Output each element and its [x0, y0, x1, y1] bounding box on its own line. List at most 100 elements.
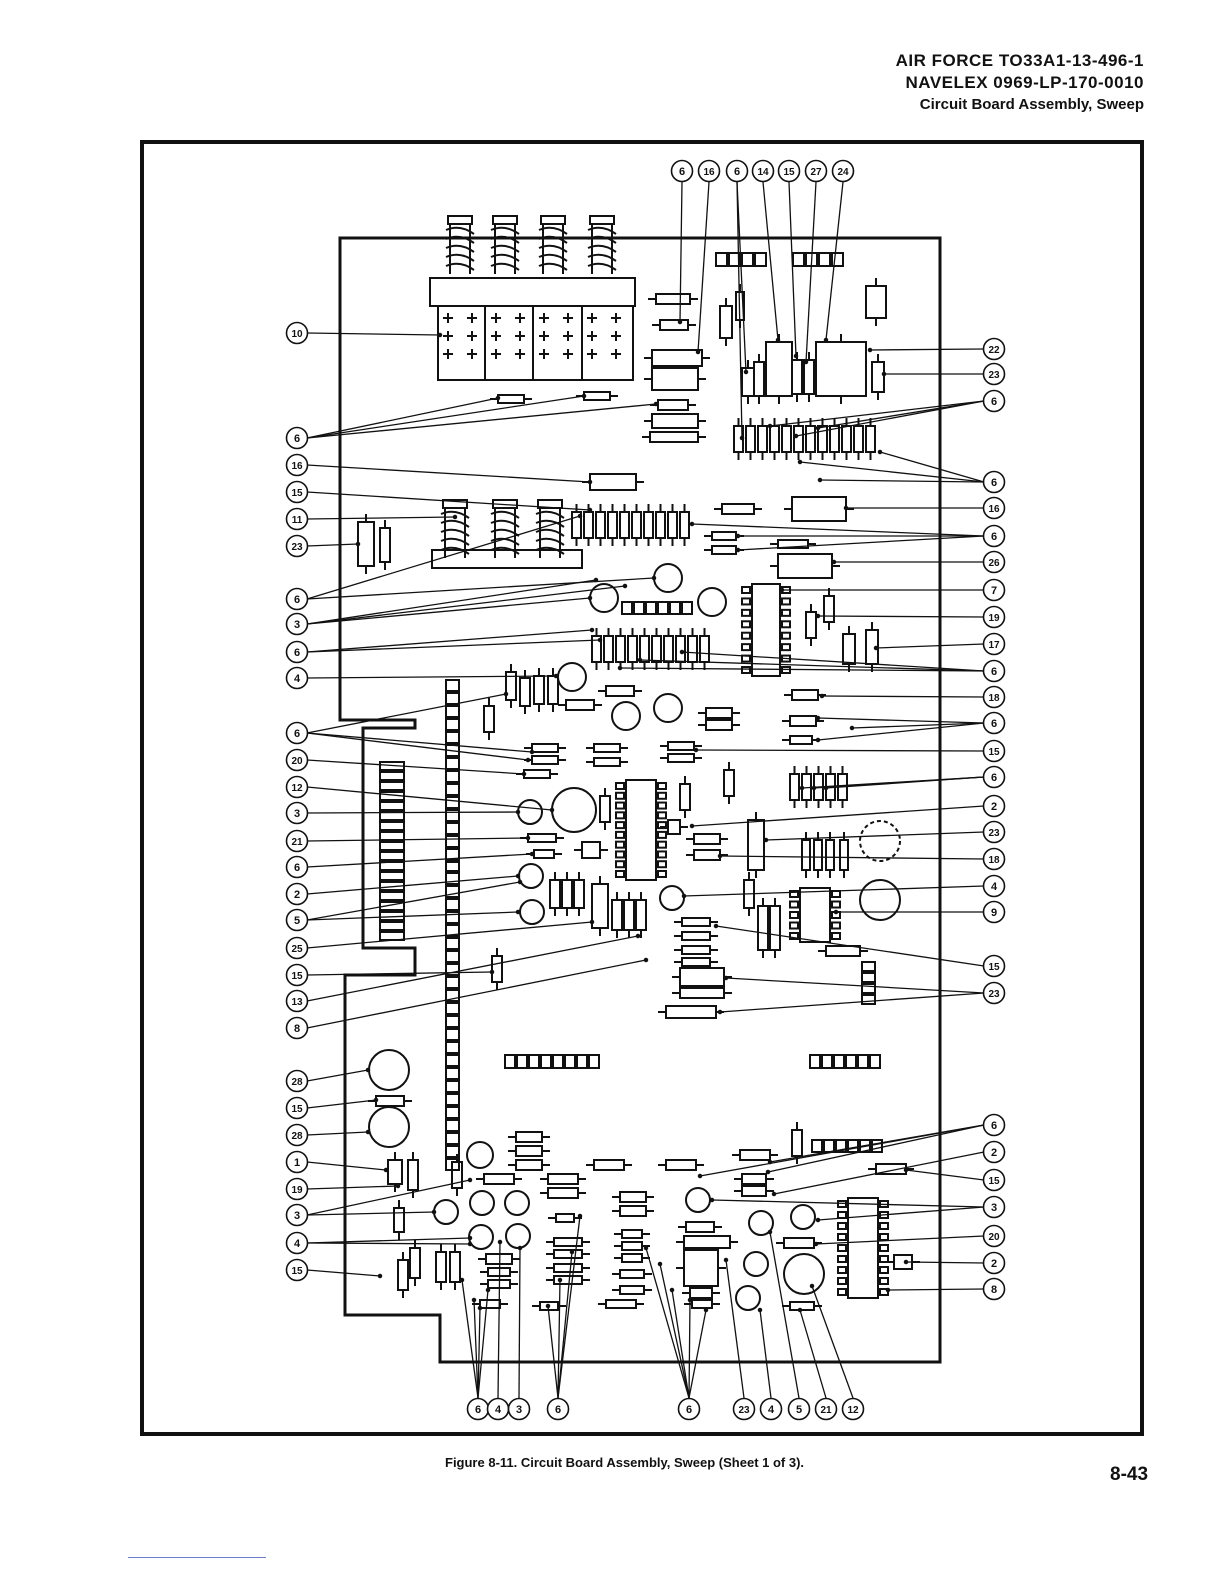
callout-right-4-label: 6 — [991, 477, 997, 489]
callout-right-12-label: 18 — [988, 693, 1000, 704]
callout-left-20-label: 15 — [291, 971, 303, 982]
callout-right-5-label: 16 — [988, 504, 1000, 515]
callout-right-15-label: 6 — [991, 772, 997, 784]
callout-bottom-2: 4 — [486, 1397, 510, 1421]
callout-top-5-label: 15 — [783, 167, 795, 178]
callout-right-17: 23 — [982, 820, 1006, 844]
resistor — [449, 1244, 461, 1290]
callout-left-21: 13 — [285, 989, 309, 1013]
callout-right-27-label: 20 — [988, 1232, 1000, 1243]
resistor — [591, 876, 609, 936]
resistor — [598, 685, 642, 697]
resistor — [615, 628, 626, 670]
resistor — [663, 628, 674, 670]
top-coil-1 — [445, 215, 475, 274]
resistor — [631, 504, 642, 546]
callout-bottom-3-label: 3 — [516, 1404, 522, 1416]
callout-right-24: 2 — [982, 1140, 1006, 1164]
callout-right-27: 20 — [982, 1224, 1006, 1248]
transistor-can — [433, 1199, 459, 1225]
callout-bottom-8: 5 — [787, 1397, 811, 1421]
resistor — [644, 367, 706, 391]
callout-left-22: 8 — [285, 1016, 309, 1040]
resistor — [574, 841, 608, 859]
resistor — [782, 1301, 822, 1311]
resistor — [635, 892, 647, 938]
callout-left-5-label: 11 — [292, 515, 303, 526]
resistor — [533, 668, 545, 712]
callout-left-19: 25 — [285, 936, 309, 960]
callout-bottom-3: 3 — [507, 1397, 531, 1421]
callout-left-29: 4 — [285, 1231, 309, 1255]
resistor — [679, 504, 690, 546]
callout-right-19-label: 4 — [991, 881, 998, 893]
resistor — [548, 1213, 582, 1223]
resistor — [472, 1299, 508, 1309]
resistor — [784, 496, 854, 522]
header-line-1: AIR FORCE TO33A1-13-496-1 — [895, 51, 1144, 70]
capacitor-block — [437, 305, 634, 381]
transistor-can — [653, 693, 683, 723]
callout-left-12-label: 20 — [291, 756, 303, 767]
callout-left-6: 23 — [285, 534, 309, 558]
resistor — [407, 1152, 419, 1198]
callout-bottom-4-label: 6 — [555, 1404, 561, 1416]
terminal-strip — [429, 277, 636, 307]
resistor — [674, 957, 718, 967]
callout-left-27-label: 19 — [291, 1185, 303, 1196]
callout-right-10: 17 — [982, 632, 1006, 656]
resistor — [524, 755, 566, 765]
callout-right-6-label: 6 — [991, 531, 997, 543]
resistor — [839, 832, 849, 878]
resistor — [571, 504, 582, 546]
resistor — [546, 1263, 590, 1273]
resistor — [612, 1205, 654, 1217]
callout-right-7-label: 26 — [988, 558, 1000, 569]
callout-right-23: 6 — [982, 1113, 1006, 1137]
callout-bottom-6-label: 23 — [738, 1405, 750, 1416]
callout-right-1-label: 22 — [988, 345, 1000, 356]
resistor — [679, 776, 691, 818]
callout-bottom-4: 6 — [546, 1397, 570, 1421]
transistor-can — [743, 1251, 769, 1277]
callout-bottom-1-label: 6 — [475, 1404, 481, 1416]
resistor — [586, 743, 628, 753]
resistor — [698, 719, 740, 731]
callout-right-6: 6 — [982, 524, 1006, 548]
callout-left-10: 4 — [285, 666, 309, 690]
callout-bottom-1: 6 — [466, 1397, 490, 1421]
resistor — [817, 418, 828, 460]
resistor — [674, 931, 718, 941]
callout-left-15: 21 — [285, 829, 309, 853]
footer-rule — [128, 1557, 266, 1558]
callout-bottom-10: 12 — [841, 1397, 865, 1421]
resistor — [603, 628, 614, 670]
callout-right-22: 23 — [982, 981, 1006, 1005]
resistor — [784, 689, 826, 701]
callout-left-28: 3 — [285, 1203, 309, 1227]
resistor — [540, 1187, 586, 1199]
transistor-can — [859, 879, 901, 921]
resistor — [508, 1131, 550, 1143]
callout-right-19: 4 — [982, 874, 1006, 898]
pad-row-top-left — [715, 252, 767, 267]
board-outline — [338, 236, 942, 1364]
resistor — [591, 628, 602, 670]
resistor — [699, 628, 710, 670]
pad-row-lower-right — [809, 1054, 881, 1069]
resistor — [540, 1173, 586, 1185]
callout-top-4-label: 14 — [757, 167, 769, 178]
resistor — [782, 715, 824, 727]
resistor — [599, 788, 611, 830]
callout-top-2-label: 16 — [703, 167, 715, 178]
callout-left-2-label: 6 — [294, 433, 300, 445]
pad-stack — [861, 961, 876, 1005]
callout-left-18-label: 5 — [294, 915, 300, 927]
resistor — [476, 1173, 522, 1185]
callout-left-17-label: 2 — [294, 889, 300, 901]
callout-left-17: 2 — [285, 882, 309, 906]
callout-left-24-label: 15 — [291, 1104, 303, 1115]
resistor — [674, 917, 718, 927]
resistor — [676, 1235, 738, 1249]
